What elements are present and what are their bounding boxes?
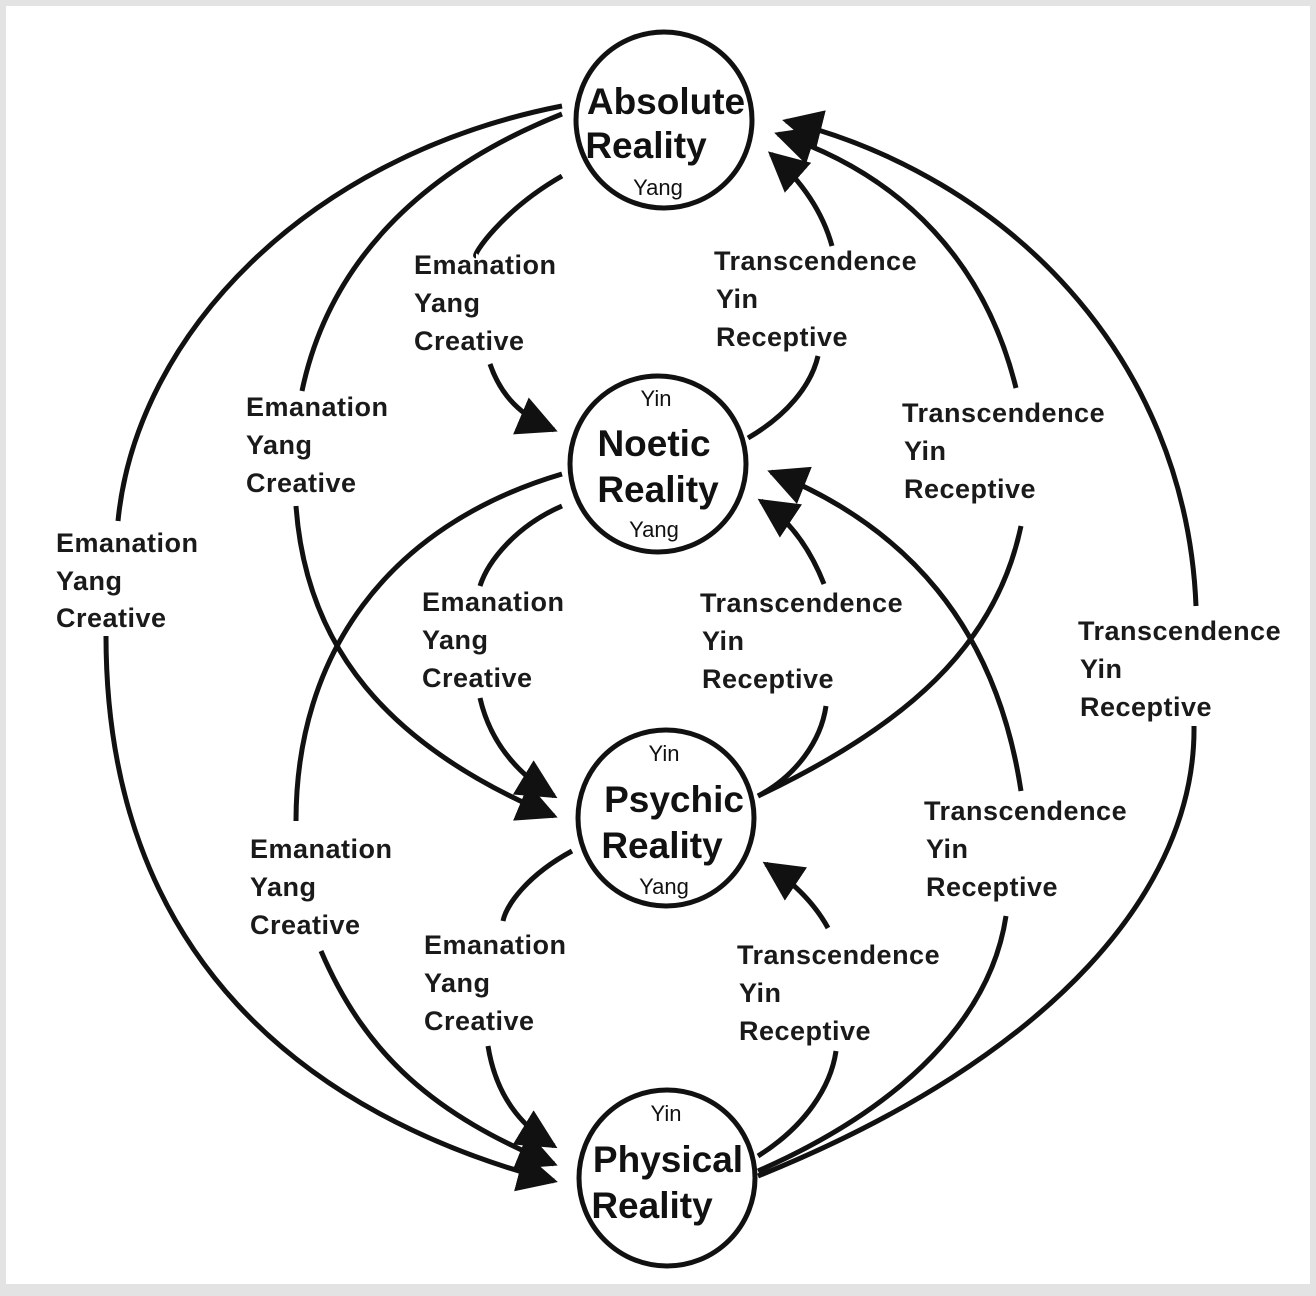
node-bottom-label: Yang bbox=[633, 175, 683, 200]
node-circle bbox=[573, 29, 755, 211]
transcendence-arc-psychic-absolute bbox=[756, 525, 1024, 799]
node-noetic-reality: Yin Noetic Reality Yang bbox=[567, 373, 749, 555]
transcendence-arc-psychic-noetic-upper bbox=[757, 498, 827, 585]
label-line: Transcendence bbox=[700, 588, 903, 618]
node-psychic-reality: Yin Psychic Reality Yang bbox=[575, 727, 757, 909]
emanation-arc-absolute-noetic bbox=[473, 173, 564, 259]
diagram-canvas: Absolute Reality Yang Yin Noetic Reality… bbox=[6, 6, 1310, 1284]
node-title-line2: Reality bbox=[597, 469, 719, 510]
label-line: Yang bbox=[56, 566, 123, 596]
label-line: Yin bbox=[702, 626, 745, 656]
node-circle bbox=[567, 373, 749, 555]
label-line: Emanation bbox=[250, 834, 393, 864]
label-line: Transcendence bbox=[902, 398, 1105, 428]
transcendence-arc-physical-psychic bbox=[756, 1050, 839, 1159]
emanation-arc-noetic-psychic bbox=[477, 503, 563, 587]
label-line: Yin bbox=[716, 284, 759, 314]
transcendence-label-physical-psychic: Transcendence Yin Receptive bbox=[737, 940, 940, 1046]
transcendence-arc-physical-psychic-upper bbox=[762, 861, 831, 930]
emanation-label-noetic-physical: Emanation Yang Creative bbox=[250, 834, 393, 940]
label-line: Emanation bbox=[424, 930, 567, 960]
emanation-arc-psychic-physical bbox=[500, 848, 574, 922]
label-line: Transcendence bbox=[714, 246, 917, 276]
label-line: Transcendence bbox=[737, 940, 940, 970]
label-line: Receptive bbox=[904, 474, 1036, 504]
node-circle bbox=[576, 1087, 758, 1269]
emanation-arc-noetic-physical-lower bbox=[318, 950, 558, 1169]
node-bottom-label: Yang bbox=[639, 874, 689, 899]
label-line: Creative bbox=[56, 603, 167, 633]
node-physical-reality: Yin Physical Reality bbox=[576, 1087, 758, 1269]
label-line: Emanation bbox=[56, 528, 199, 558]
label-line: Transcendence bbox=[924, 796, 1127, 826]
emanation-arc-absolute-physical-lower bbox=[103, 635, 558, 1192]
label-line: Receptive bbox=[739, 1016, 871, 1046]
label-line: Transcendence bbox=[1078, 616, 1281, 646]
emanation-label-absolute-physical: Emanation Yang Creative bbox=[56, 528, 199, 633]
node-top-label: Yin bbox=[641, 386, 672, 411]
label-line: Creative bbox=[250, 910, 361, 940]
transcendence-arc-physical-noetic bbox=[756, 915, 1009, 1174]
label-line: Receptive bbox=[1080, 692, 1212, 722]
node-title-line1: Psychic bbox=[604, 779, 744, 820]
node-title-line2: Reality bbox=[591, 1185, 713, 1226]
emanation-arc-absolute-physical bbox=[115, 103, 563, 522]
emanation-label-absolute-psychic: Emanation Yang Creative bbox=[246, 392, 389, 498]
transcendence-label-physical-absolute: Transcendence Yin Receptive bbox=[1078, 616, 1281, 722]
node-title-line2: Reality bbox=[585, 125, 707, 166]
transcendence-label-physical-noetic: Transcendence Yin Receptive bbox=[924, 796, 1127, 902]
transcendence-arc-psychic-absolute-upper bbox=[774, 126, 1019, 389]
transcendence-arc-physical-absolute bbox=[757, 725, 1197, 1179]
label-line: Creative bbox=[424, 1006, 535, 1036]
label-line: Receptive bbox=[702, 664, 834, 694]
transcendence-arc-physical-absolute-upper bbox=[782, 110, 1199, 607]
label-line: Emanation bbox=[422, 587, 565, 617]
label-line: Creative bbox=[414, 326, 525, 356]
emanation-arc-noetic-physical bbox=[293, 471, 563, 822]
label-line: Yang bbox=[422, 625, 489, 655]
emanation-arc-absolute-psychic bbox=[299, 111, 563, 392]
node-bottom-label: Yang bbox=[629, 517, 679, 542]
node-top-label: Yin bbox=[651, 1101, 682, 1126]
emanation-label-noetic-psychic: Emanation Yang Creative bbox=[422, 587, 565, 693]
label-line: Yang bbox=[250, 872, 317, 902]
label-line: Yang bbox=[246, 430, 313, 460]
transcendence-arc-psychic-noetic bbox=[756, 705, 829, 799]
emanation-arc-absolute-noetic-lower bbox=[487, 363, 558, 435]
transcendence-label-psychic-absolute: Transcendence Yin Receptive bbox=[902, 398, 1105, 504]
node-title-line2: Reality bbox=[601, 825, 723, 866]
label-line: Receptive bbox=[926, 872, 1058, 902]
label-line: Yang bbox=[414, 288, 481, 318]
node-top-label: Yin bbox=[649, 741, 680, 766]
label-line: Yin bbox=[904, 436, 947, 466]
node-absolute-reality: Absolute Reality Yang bbox=[573, 29, 755, 211]
label-line: Emanation bbox=[414, 250, 557, 280]
diagram-svg: Absolute Reality Yang Yin Noetic Reality… bbox=[56, 29, 1281, 1269]
label-line: Yin bbox=[1080, 654, 1123, 684]
emanation-label-absolute-noetic: Emanation Yang Creative bbox=[414, 250, 557, 356]
node-title-line1: Absolute bbox=[587, 81, 745, 122]
label-line: Creative bbox=[422, 663, 533, 693]
emanation-arc-noetic-psychic-lower bbox=[477, 697, 558, 799]
label-line: Yin bbox=[926, 834, 969, 864]
label-line: Yin bbox=[739, 978, 782, 1008]
emanation-label-psychic-physical: Emanation Yang Creative bbox=[424, 930, 567, 1036]
emanation-arc-psychic-physical-lower bbox=[485, 1045, 558, 1149]
label-line: Yang bbox=[424, 968, 491, 998]
transcendence-label-psychic-noetic: Transcendence Yin Receptive bbox=[700, 588, 903, 694]
label-line: Receptive bbox=[716, 322, 848, 352]
transcendence-label-noetic-absolute: Transcendence Yin Receptive bbox=[714, 246, 917, 352]
transcendence-arc-noetic-absolute bbox=[746, 355, 821, 441]
node-title-line1: Noetic bbox=[597, 423, 710, 464]
transcendence-arc-physical-noetic-upper bbox=[767, 466, 1024, 792]
emanation-arc-absolute-psychic-lower bbox=[293, 505, 558, 821]
transcendence-arc-noetic-absolute-upper bbox=[767, 151, 835, 247]
node-title-line1: Physical bbox=[593, 1139, 743, 1180]
label-line: Emanation bbox=[246, 392, 389, 422]
label-line: Creative bbox=[246, 468, 357, 498]
node-circle bbox=[575, 727, 757, 909]
